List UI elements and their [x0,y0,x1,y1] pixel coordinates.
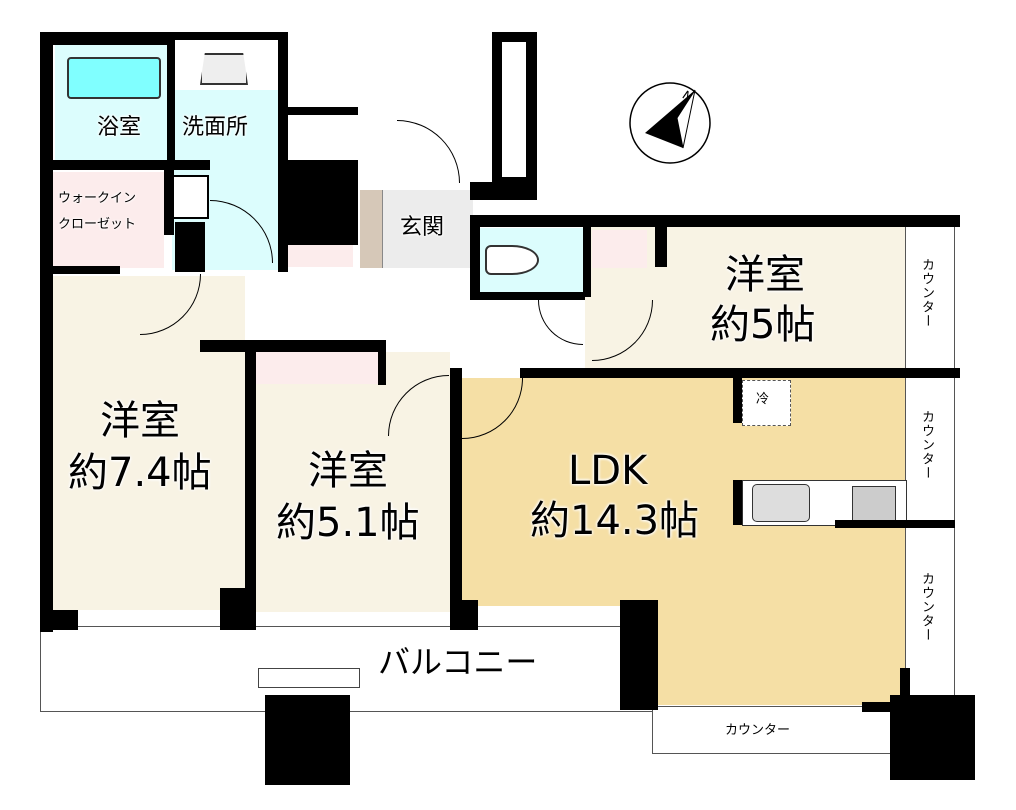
wall [900,668,910,708]
toilet-door [538,300,583,345]
western-room-a-floor [52,276,245,610]
wall [862,702,902,712]
wall [40,266,120,274]
western-room-b-floor [256,352,450,612]
hall-closet [283,245,353,267]
wall [450,368,462,630]
wall [470,182,537,200]
counter-label-2: カウンター [918,410,934,480]
balcony-planter [258,668,360,688]
closet-b [256,352,378,384]
fridge-space [742,380,791,426]
wall [167,32,175,162]
ldk-floor-lower [655,600,905,705]
wall [164,165,174,235]
column [890,695,975,780]
wall [288,107,358,115]
wall [175,222,205,272]
wall [200,340,385,352]
entrance-door [397,120,460,183]
counter-label-3: カウンター [918,572,934,642]
western-room-c-size: 約5帖 [710,302,816,348]
western-room-a-size: 約7.4帖 [68,450,212,496]
bath-label: 浴室 [97,115,142,140]
pipe-space [502,42,526,177]
wall [620,600,658,710]
wall [470,292,585,300]
closet-c [592,230,647,268]
wall [40,610,78,630]
wall [470,215,480,300]
fridge-label: 冷 [756,392,770,407]
walkin-closet-floor [52,172,164,268]
shoe-cabinet [360,190,383,268]
ldk-size: 約14.3帖 [530,498,700,544]
wall [450,600,478,630]
western-room-c-name: 洋室 [725,252,805,298]
wall [733,480,742,525]
entrance-floor [383,190,473,268]
walkin-closet-label-1: ウォークイン [58,191,137,206]
wall [520,368,960,378]
counter-label-4: カウンター [725,723,791,738]
wall [283,160,358,245]
wall [655,227,667,267]
balcony-bottom-counter [652,706,894,754]
wall [245,345,256,630]
balcony-label: バルコニー [378,643,538,681]
wall [40,160,210,170]
wall [835,520,955,528]
counter-label-1: カウンター [918,258,934,328]
wall [470,215,960,227]
wall [220,588,256,630]
wall [583,227,591,297]
compass-north-icon: N [629,82,711,164]
column [265,695,350,785]
wall [278,32,288,272]
walkin-closet-label-2: クローゼット [58,217,137,232]
toilet [485,245,539,275]
wall [40,32,53,632]
ldk-name: LDK [568,448,648,494]
washroom-label: 洗面所 [182,115,249,140]
wall [40,32,172,45]
wall [378,340,386,385]
western-room-b-name: 洋室 [308,448,388,494]
kitchen-sink [752,484,810,522]
right-counter-strip [905,225,955,697]
wash-basin [200,53,248,85]
entrance-label: 玄関 [400,215,445,240]
gas-stove [852,486,896,522]
wall [733,378,742,423]
western-room-a-name: 洋室 [100,398,180,444]
bathtub [67,57,161,99]
wall [172,32,287,40]
western-room-b-size: 約5.1帖 [276,500,420,546]
